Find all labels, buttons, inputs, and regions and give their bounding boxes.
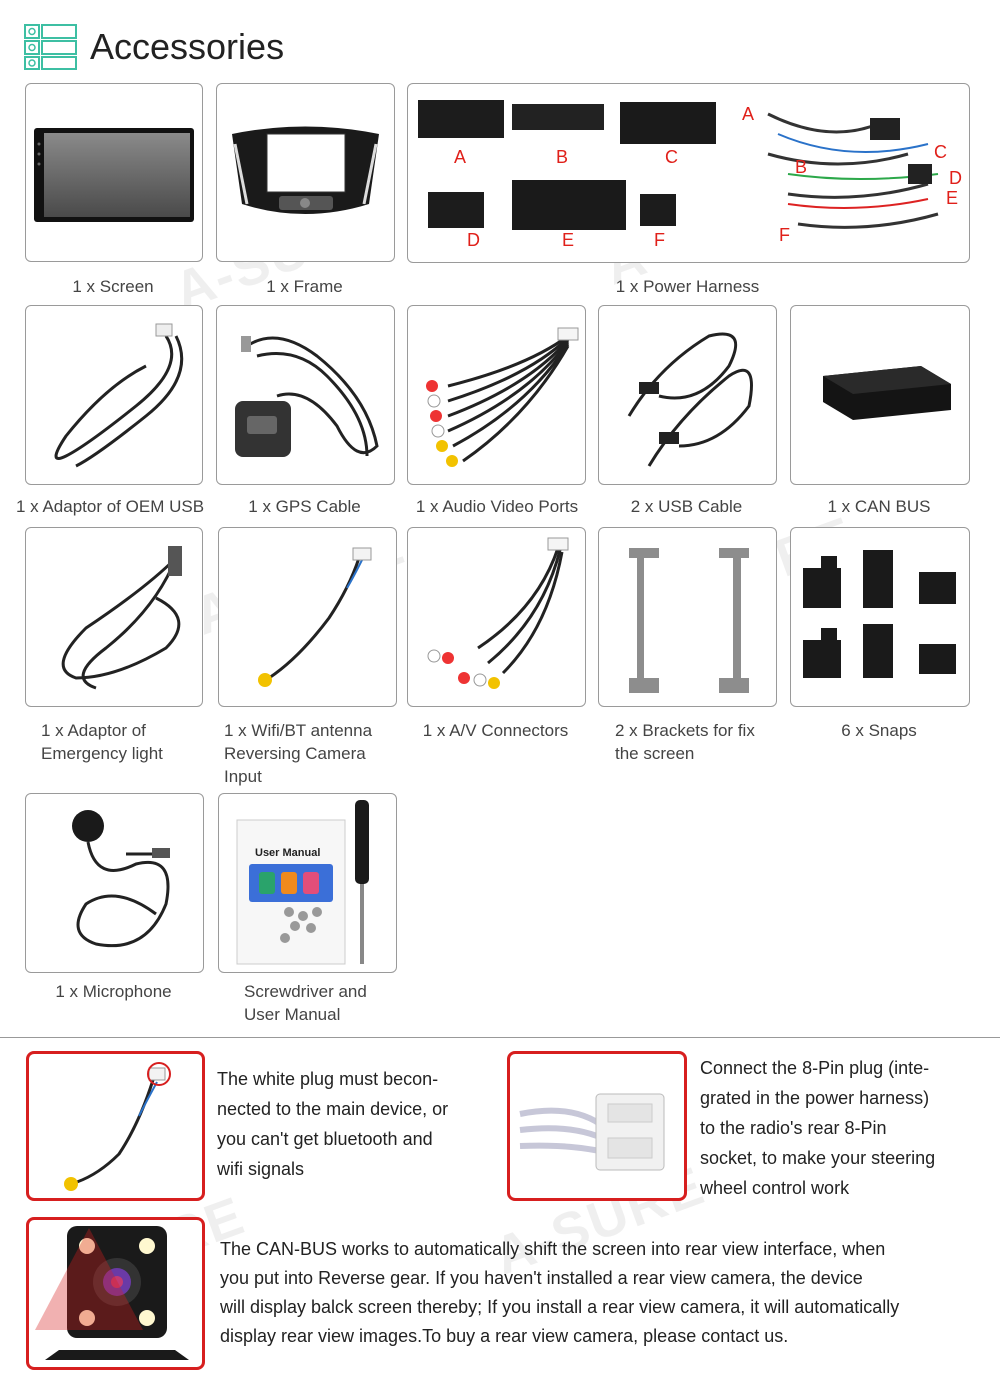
connector-label-d: D (467, 230, 480, 250)
item-brackets (598, 527, 777, 707)
connector-label-f: F (654, 230, 665, 250)
note-line: wheel control work (700, 1178, 850, 1198)
connector-label-c: C (665, 147, 678, 167)
connector-label-d: D (949, 168, 962, 188)
harness-image (418, 100, 939, 230)
caption-usb-cable: 2 x USB Cable (630, 497, 743, 516)
caption-snaps: 6 x Snaps (841, 721, 917, 740)
connector-label-e: E (946, 188, 959, 208)
caption-line: Emergency light (41, 744, 163, 763)
item-can-bus (790, 305, 970, 485)
caption-line: Input (224, 767, 262, 786)
note-line: The CAN-BUS works to automatically shift… (220, 1239, 886, 1259)
note-line: you put into Reverse gear. If you haven'… (220, 1268, 863, 1288)
caption-oem-usb-adaptor: 1 x Adaptor of OEM USB (16, 497, 205, 516)
item-oem-usb-adaptor (25, 305, 203, 485)
caption-line: User Manual (244, 1005, 341, 1024)
connector-label-b: B (556, 147, 569, 167)
caption-wifi-bt-antenna: 1 x Wifi/BT antenna Reversing Camera Inp… (224, 719, 404, 788)
item-audio-video-ports (407, 305, 586, 485)
item-power-harness: A B C D E F A B C D E F (407, 83, 970, 263)
section-divider (0, 1037, 1000, 1038)
item-emergency-light-adaptor (25, 527, 203, 707)
note-line: nected to the main device, or (217, 1099, 449, 1119)
caption-line: 1 x Adaptor of (41, 721, 146, 740)
connector-label-a: A (742, 104, 755, 124)
caption-line: 1 x Wifi/BT antenna (224, 721, 373, 740)
frame-image (232, 126, 379, 214)
note-line: will display balck screen thereby; If yo… (220, 1297, 900, 1317)
caption-line: Screwdriver and (244, 982, 367, 1001)
note-8pin-text: Connect the 8-Pin plug (inte- grated in … (700, 1053, 990, 1203)
caption-av-connectors: 1 x A/V Connectors (422, 721, 569, 740)
note-line: wifi signals (217, 1159, 305, 1179)
caption-microphone: 1 x Microphone (55, 982, 172, 1001)
item-usb-cable (598, 305, 777, 485)
caption-gps-cable: 1 x GPS Cable (248, 497, 361, 516)
caption-line: 2 x Brackets for fix (615, 721, 755, 740)
note-white-plug-text: The white plug must becon- nected to the… (217, 1064, 507, 1184)
item-screwdriver-manual: User Manual (218, 793, 397, 973)
caption-audio-video-ports: 1 x Audio Video Ports (415, 497, 579, 516)
screen-image (34, 128, 194, 222)
note-canbus-image (26, 1217, 205, 1370)
note-line: The white plug must becon- (217, 1069, 439, 1089)
caption-brackets: 2 x Brackets for fix the screen (615, 719, 790, 765)
item-gps-cable (216, 305, 395, 485)
note-8pin-image (507, 1051, 687, 1201)
note-line: to the radio's rear 8-Pin (700, 1118, 887, 1138)
note-line: display rear view images.To buy a rear v… (220, 1326, 789, 1346)
connector-label-e: E (562, 230, 575, 250)
connector-label-c: C (934, 142, 947, 162)
note-line: socket, to make your steering (700, 1148, 936, 1168)
caption-screen: 1 x Screen (72, 277, 154, 296)
caption-emergency-light-adaptor: 1 x Adaptor of Emergency light (41, 719, 211, 765)
caption-screwdriver-manual: Screwdriver and User Manual (244, 980, 414, 1026)
page-title: Accessories (90, 26, 285, 67)
item-frame (216, 83, 395, 262)
caption-frame: 1 x Frame (266, 277, 343, 296)
note-white-plug-image (26, 1051, 205, 1201)
note-canbus-text: The CAN-BUS works to automatically shift… (220, 1235, 990, 1351)
item-av-connectors (407, 527, 586, 707)
list-icon (24, 24, 78, 70)
caption-can-bus: 1 x CAN BUS (827, 497, 931, 516)
caption-line: the screen (615, 744, 695, 763)
note-line: you can't get bluetooth and (217, 1129, 433, 1149)
connector-label-b: B (795, 157, 808, 177)
manual-label: User Manual (255, 847, 321, 859)
item-screen (25, 83, 203, 262)
connector-label-f: F (779, 225, 790, 245)
connector-label-a: A (454, 147, 467, 167)
item-wifi-bt-antenna (218, 527, 397, 707)
item-microphone (25, 793, 204, 973)
caption-line: Reversing Camera (224, 744, 366, 763)
caption-power-harness: 1 x Power Harness (615, 277, 760, 296)
item-snaps (790, 527, 970, 707)
note-line: grated in the power harness) (700, 1088, 930, 1108)
note-line: Connect the 8-Pin plug (inte- (700, 1058, 930, 1078)
